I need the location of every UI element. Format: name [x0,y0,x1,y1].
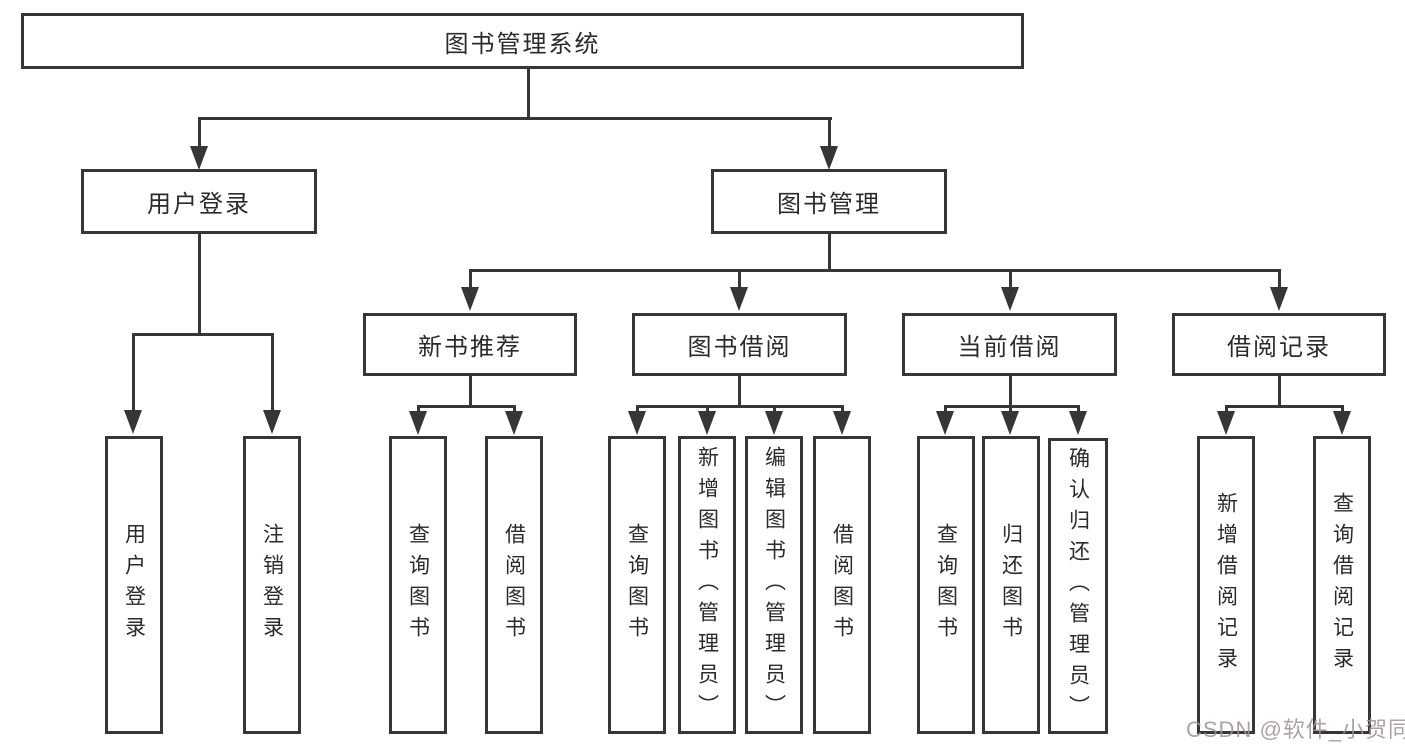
connector-vline [841,405,844,413]
arrow-down-icon [765,411,783,435]
arrow-down-icon [190,146,208,170]
node-current-borrowing-label: 当前借阅 [957,334,1062,361]
connector-vline [1009,405,1012,413]
connector-vline [513,405,516,413]
connector-vline [198,117,201,148]
leaf-logout: 注销登录 [243,436,301,734]
leaf-query-books-borrowing-label: 查询图书 [625,523,649,647]
connector-vline [417,405,420,413]
node-borrowing-records: 借阅记录 [1172,313,1386,376]
arrow-down-icon [1001,411,1019,435]
connector-vline [706,405,709,413]
leaf-confirm-return-admin: 确认归还（管理员） [1048,438,1108,734]
leaf-edit-book-admin-label: 编辑图书（管理员） [762,445,786,725]
leaf-user-login-label: 用户登录 [122,523,146,647]
connector-vline [469,269,472,289]
arrow-down-icon [1217,411,1235,435]
node-root: 图书管理系统 [21,13,1024,69]
connector-vline [132,333,135,412]
leaf-query-books-recommend-label: 查询图书 [406,523,430,647]
arrow-down-icon [936,411,954,435]
leaf-borrow-books: 借阅图书 [813,436,871,734]
connector-hline [636,405,844,408]
leaf-borrow-books-label: 借阅图书 [830,523,854,647]
node-book-borrowing: 图书借阅 [632,313,847,376]
leaf-query-books-recommend: 查询图书 [389,436,447,734]
connector-vline [944,405,947,413]
node-current-borrowing: 当前借阅 [902,313,1117,376]
arrow-down-icon [628,411,646,435]
node-borrowing-records-label: 借阅记录 [1227,334,1331,361]
leaf-borrow-books-recommend-label: 借阅图书 [502,523,526,647]
connector-vline [1278,375,1281,408]
leaf-query-borrow-record-label: 查询借阅记录 [1330,492,1354,678]
node-book-borrowing-label: 图书借阅 [687,334,792,361]
leaf-add-book-admin-label: 新增图书（管理员） [695,445,719,725]
leaf-confirm-return-admin-label: 确认归还（管理员） [1066,446,1090,726]
connector-vline [1278,269,1281,289]
arrow-down-icon [124,410,142,434]
leaf-query-books-current: 查询图书 [917,436,975,734]
connector-vline [773,405,776,413]
arrow-down-icon [505,411,523,435]
leaf-add-borrow-record: 新增借阅记录 [1197,436,1255,734]
leaf-add-book-admin: 新增图书（管理员） [678,436,736,734]
leaf-user-login: 用户登录 [105,436,163,734]
arrow-down-icon [1333,411,1351,435]
connector-vline [469,375,472,408]
connector-vline [738,269,741,289]
connector-vline [1009,269,1012,289]
connector-hline [132,333,274,336]
node-new-book-recommend-label: 新书推荐 [418,334,522,361]
connector-vline [828,117,831,148]
leaf-query-books-borrowing: 查询图书 [608,436,666,734]
leaf-add-borrow-record-label: 新增借阅记录 [1214,492,1238,678]
connector-hline [198,117,832,120]
connector-hline [944,405,1080,408]
connector-vline [1225,405,1228,413]
node-book-management: 图书管理 [711,169,947,234]
arrow-down-icon [730,287,748,311]
node-root-label: 图书管理系统 [444,30,601,58]
leaf-logout-label: 注销登录 [260,523,284,647]
node-user-login: 用户登录 [81,169,317,234]
connector-vline [1009,375,1012,408]
connector-hline [417,405,516,408]
connector-vline [1341,405,1344,413]
connector-vline [636,405,639,413]
connector-vline [198,232,201,336]
arrow-down-icon [461,287,479,311]
arrow-down-icon [1001,287,1019,311]
leaf-edit-book-admin: 编辑图书（管理员） [745,436,803,734]
connector-vline [271,333,274,412]
connector-vline [527,68,530,118]
connector-vline [738,375,741,408]
leaf-query-borrow-record: 查询借阅记录 [1313,436,1371,734]
leaf-query-books-current-label: 查询图书 [934,523,958,647]
arrow-down-icon [833,411,851,435]
node-book-management-label: 图书管理 [777,191,881,218]
leaf-return-books-label: 归还图书 [999,523,1023,647]
leaf-return-books: 归还图书 [982,436,1040,734]
arrow-down-icon [409,411,427,435]
csdn-watermark: CSDN @软件_小贺同学 [1186,717,1405,742]
arrow-down-icon [698,411,716,435]
connector-vline [828,233,831,272]
connector-hline [1225,405,1344,408]
arrow-down-icon [1270,287,1288,311]
arrow-down-icon [820,146,838,170]
connector-hline [469,269,1281,272]
arrow-down-icon [1069,411,1087,435]
node-user-login-label: 用户登录 [147,191,251,218]
leaf-borrow-books-recommend: 借阅图书 [485,436,543,734]
connector-vline [1077,405,1080,413]
arrow-down-icon [263,410,281,434]
node-new-book-recommend: 新书推荐 [363,313,577,376]
